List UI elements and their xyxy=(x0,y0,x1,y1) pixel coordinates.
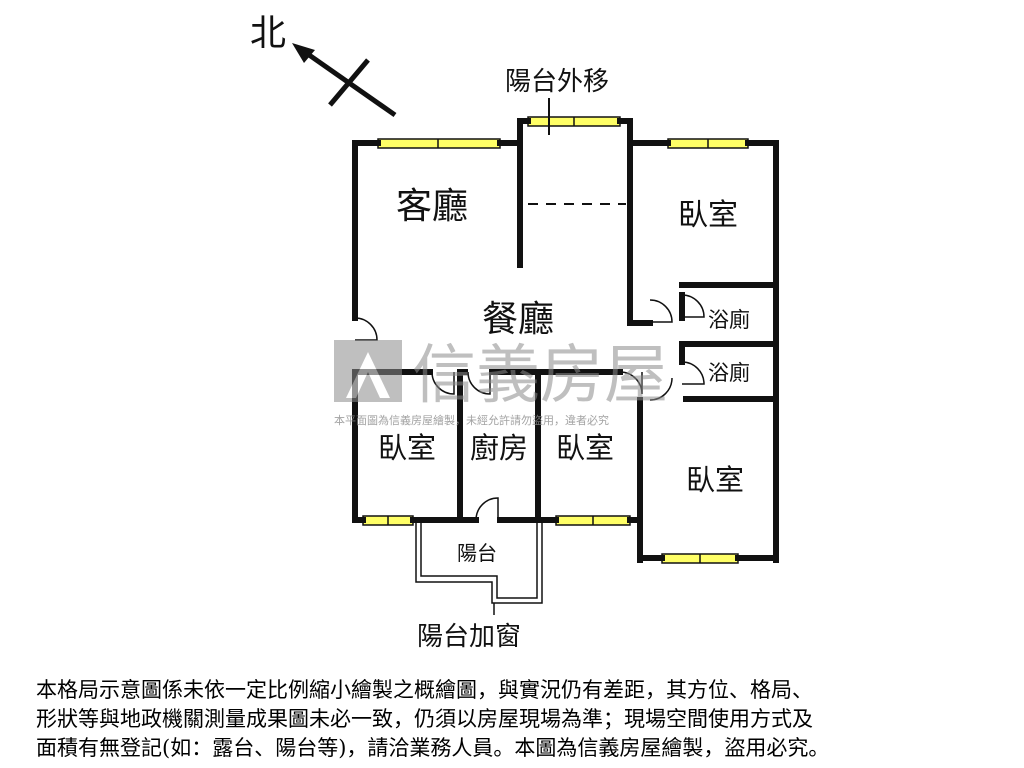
room-bedroom-s: 臥室 xyxy=(556,431,614,465)
room-dining: 餐廳 xyxy=(482,299,554,340)
brand-logo-icon xyxy=(334,340,402,402)
door-bedroom-se xyxy=(649,377,673,401)
watermark-notice: 本平面圖為信義房屋繪製，未經允許請勿盜用，違者必究 xyxy=(334,413,609,427)
door-bathroom-1 xyxy=(681,294,705,318)
disclaimer: 本格局示意圖係未依一定比例縮小繪製之概繪圖，與實況仍有差距，其方位、格局、 形狀… xyxy=(36,676,996,763)
north-arrow-icon xyxy=(292,43,315,63)
door-balcony xyxy=(475,497,499,521)
walls xyxy=(352,118,779,563)
door-bedroom-s xyxy=(619,371,643,395)
room-living: 客廳 xyxy=(396,186,468,227)
door-main-entry xyxy=(354,317,378,341)
floor-plan: 北 xyxy=(250,13,779,652)
disclaimer-line-2: 形狀等與地政機關測量成果圖未必一致，仍須以房屋現場為準；現場空間使用方式及 xyxy=(36,707,813,731)
watermark-brand: 信義房屋 xyxy=(412,339,668,413)
doors xyxy=(354,294,705,521)
room-bedroom-ne: 臥室 xyxy=(678,198,738,233)
room-bathroom-1: 浴廁 xyxy=(708,308,750,332)
annotation-balcony-window: 陽台加窗 xyxy=(417,622,521,652)
room-balcony: 陽台 xyxy=(457,541,497,565)
disclaimer-line-3: 面積有無登記(如：露台、陽台等)，請洽業務人員。本圖為信義房屋繪製，盜用必究。 xyxy=(36,736,830,760)
door-bathroom-2 xyxy=(681,361,705,385)
room-bathroom-2: 浴廁 xyxy=(708,361,750,385)
room-kitchen: 廚房 xyxy=(470,431,528,465)
compass: 北 xyxy=(250,13,397,118)
door-bedroom-sw xyxy=(431,371,455,395)
room-bedroom-sw: 臥室 xyxy=(378,431,436,465)
window-living-north xyxy=(377,138,501,149)
door-bathroom-1b xyxy=(649,299,673,323)
annotation-balcony-moved: 陽台外移 xyxy=(505,67,609,97)
watermark: 信義房屋 本平面圖為信義房屋繪製，未經允許請勿盜用，違者必究 xyxy=(334,339,668,427)
north-label: 北 xyxy=(250,13,286,54)
balcony-outline xyxy=(415,522,543,615)
disclaimer-line-1: 本格局示意圖係未依一定比例縮小繪製之概繪圖，與實況仍有差距，其方位、格局、 xyxy=(36,678,813,702)
door-kitchen xyxy=(467,371,491,395)
room-bedroom-se: 臥室 xyxy=(686,463,744,497)
